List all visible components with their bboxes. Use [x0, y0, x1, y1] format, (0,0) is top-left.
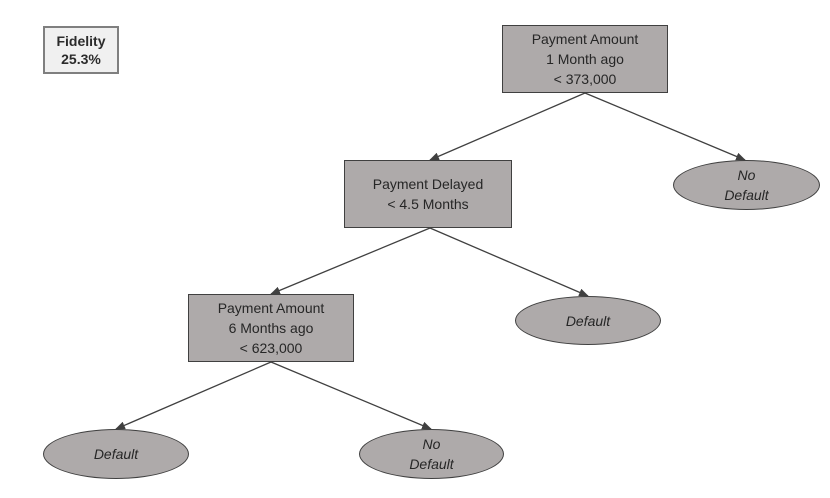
node-text-line: < 623,000: [239, 340, 303, 356]
node-text-line: 6 Months ago: [228, 320, 314, 336]
node-text-line: Payment Delayed: [372, 176, 484, 192]
leaf-default-amount6: Default: [43, 429, 189, 479]
leaf-text-line: No: [737, 167, 756, 183]
root-split-node: Payment Amount 1 Month ago < 373,000: [502, 25, 668, 93]
node-text-line: 1 Month ago: [546, 51, 624, 67]
fidelity-badge: Fidelity 25.3%: [43, 26, 119, 74]
edge-root-to-no-default-leaf: [584, 92, 746, 161]
leaf-text-line: Default: [93, 446, 139, 462]
fidelity-value: 25.3%: [61, 51, 101, 67]
leaf-no-default-amount6: No Default: [359, 429, 504, 479]
amount6-split-node: Payment Amount 6 Months ago < 623,000: [188, 294, 354, 362]
leaf-no-default-root: No Default: [673, 160, 820, 210]
leaf-text-line: No: [422, 436, 441, 452]
leaf-text-line: Default: [565, 312, 611, 329]
node-text-line: < 373,000: [553, 71, 617, 87]
edge-delay-to-amount6-node: [270, 227, 431, 295]
edge-amount6-to-no-default-leaf: [270, 361, 432, 430]
node-text-line: Payment Amount: [531, 31, 639, 47]
leaf-default-delay: Default: [515, 296, 661, 345]
fidelity-label: Fidelity: [56, 33, 106, 49]
delay-split-node: Payment Delayed < 4.5 Months: [344, 160, 512, 228]
leaf-text-line: Default: [724, 187, 769, 203]
node-text-line: < 4.5 Months: [387, 196, 469, 212]
node-text-line: Payment Amount: [217, 300, 325, 316]
edge-delay-to-default-leaf: [429, 227, 589, 297]
edge-root-to-delay-node: [429, 92, 586, 161]
leaf-text-line: Default: [409, 456, 454, 472]
edge-amount6-to-default-leaf: [115, 361, 272, 430]
